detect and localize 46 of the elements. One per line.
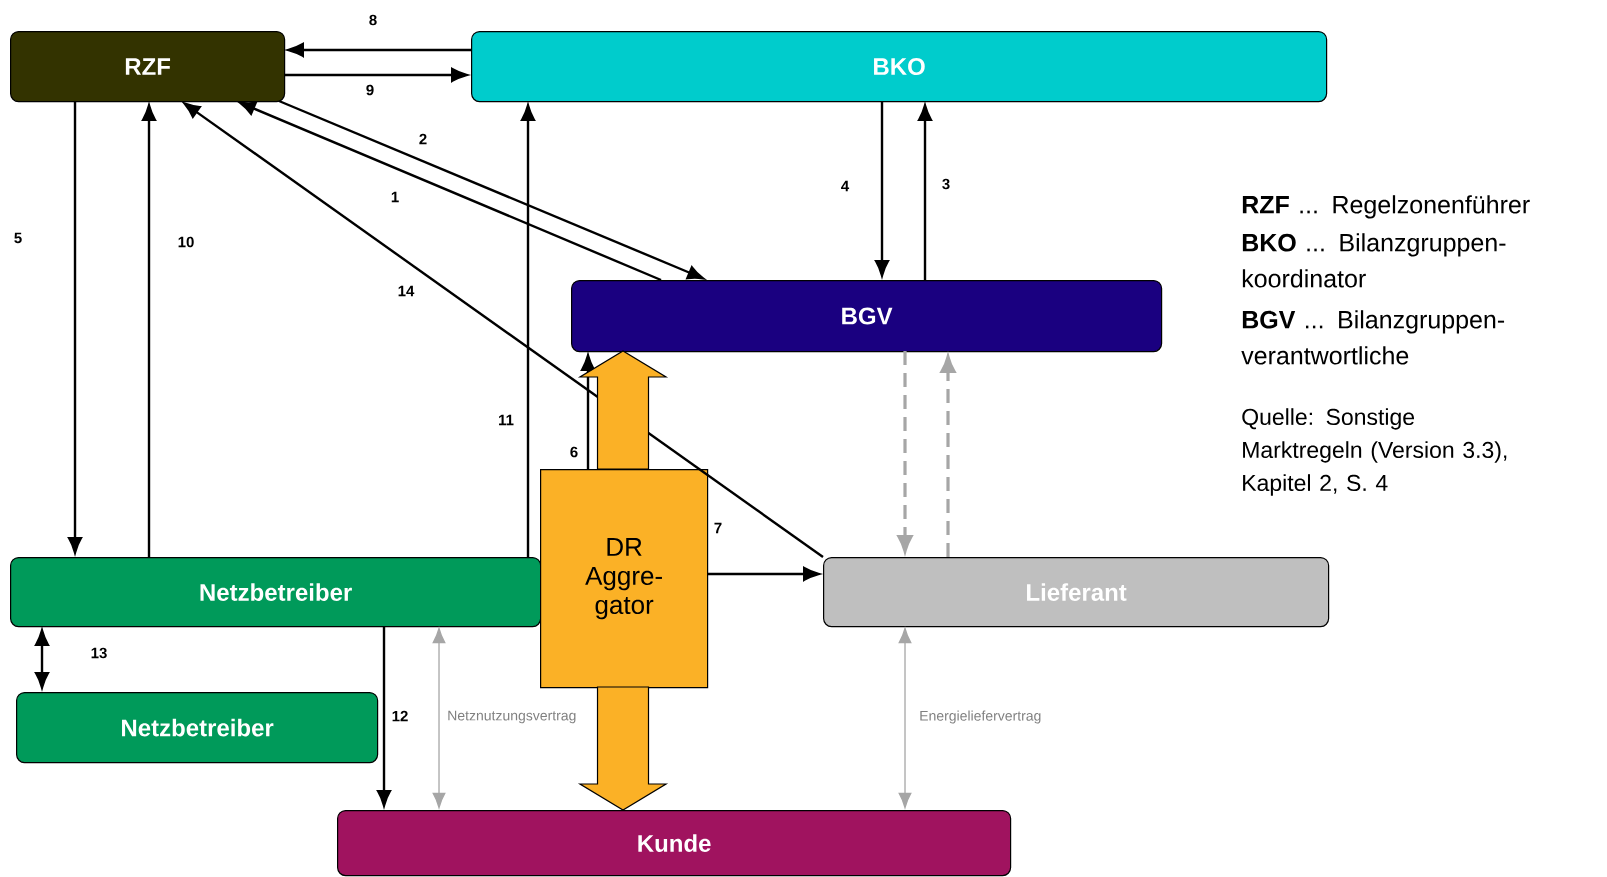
block-arrow <box>577 350 669 470</box>
aggregator-box: DR Aggre- gator <box>540 469 709 689</box>
arrow <box>239 101 662 282</box>
source-note: Quelle: Sonstige Marktregeln (Version 3.3), Kapitel 2, S. 4 <box>1242 408 1507 496</box>
arrow <box>183 102 824 558</box>
edge-label: 9 <box>364 83 376 97</box>
arrow <box>278 99 704 280</box>
arrow <box>707 566 820 582</box>
edge-label: 11 <box>497 413 515 427</box>
arrow <box>376 626 392 807</box>
arrow <box>67 101 83 554</box>
arrow <box>520 104 536 557</box>
glossary-entry: BGV ... Bilanzgruppen- verantwortliche <box>1241 310 1505 365</box>
glossary-entry: BKO ... Bilanzgruppen- koordinator <box>1242 233 1506 288</box>
actor-box: Netzbetreiber <box>16 692 379 764</box>
arrow <box>580 354 596 469</box>
edge-label: 8 <box>367 13 379 27</box>
glossary-entry: RZF ... Regelzonenführer <box>1242 195 1530 219</box>
actor-box: Netzbetreiber <box>10 557 542 628</box>
arrow <box>34 629 50 689</box>
edge-label: 3 <box>940 177 952 191</box>
edge-label: 10 <box>176 235 196 249</box>
actor-box: Lieferant <box>823 557 1330 628</box>
arrow <box>898 627 912 809</box>
actor-box: Kunde <box>337 810 1012 877</box>
arrow <box>874 101 890 277</box>
arrow <box>284 67 468 83</box>
edge-label: Energieliefervertrag <box>918 709 1043 725</box>
edge-label: 4 <box>839 179 851 193</box>
edge-label: 6 <box>568 445 580 459</box>
edge-label: 7 <box>712 521 724 535</box>
block-arrow <box>577 686 669 811</box>
edge-label: Netznutzungsvertrag <box>446 709 578 725</box>
arrow <box>432 627 446 809</box>
arrow <box>917 104 933 280</box>
actor-box: BGV <box>571 280 1163 353</box>
actor-box: RZF <box>10 31 286 103</box>
actor-box: BKO <box>471 31 1328 103</box>
edge-label: 2 <box>417 132 429 146</box>
edge-label: 5 <box>12 231 24 245</box>
edge-label: 14 <box>396 284 416 298</box>
edge-label: 13 <box>89 646 109 660</box>
edge-label: 1 <box>389 190 401 204</box>
arrow <box>287 42 471 58</box>
edge-label: 12 <box>390 709 410 723</box>
arrow <box>141 104 157 557</box>
